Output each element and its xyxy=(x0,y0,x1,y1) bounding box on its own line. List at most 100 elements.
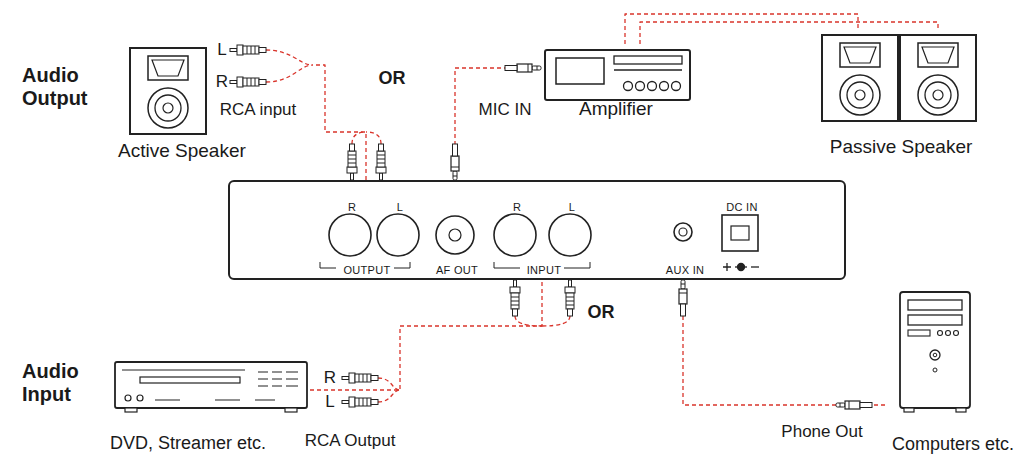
device-jacks-part xyxy=(329,214,371,256)
computer-drawing-part xyxy=(908,300,962,310)
player-device: RLOUTPUTAF OUTRLINPUTAUX INDC IN xyxy=(228,180,846,280)
audio-cable xyxy=(455,68,540,180)
passive-speaker: Passive Speaker xyxy=(818,30,984,158)
plugs xyxy=(230,45,872,409)
jack-label: DC IN xyxy=(726,201,757,214)
port-name: MIC IN xyxy=(479,100,532,120)
device-caption: Computers etc. xyxy=(885,433,1018,455)
channel-letter: L xyxy=(325,392,334,412)
plugs-part xyxy=(230,77,266,87)
passive-speaker-drawing-part xyxy=(840,75,880,115)
plugs-part xyxy=(347,144,357,180)
amplifier-drawing-part xyxy=(672,82,681,91)
computer-drawing-part xyxy=(933,353,937,357)
dvd-player-drawing xyxy=(115,362,307,412)
amplifier-drawing-part xyxy=(660,82,669,91)
jack-label: L xyxy=(397,201,403,214)
amplifier-drawing-part xyxy=(556,58,604,84)
dvd-player-drawing-part xyxy=(115,362,307,408)
channel-letter: R xyxy=(216,72,228,92)
passive-speaker-drawing-part xyxy=(855,90,865,100)
passive-speaker-drawing xyxy=(822,35,976,121)
device-caption: Amplifier xyxy=(540,98,692,120)
plugs-part xyxy=(230,45,266,55)
dvd-player: DVD, Streamer etc. xyxy=(110,356,310,454)
cable-stubs-part xyxy=(266,50,312,82)
plugs-part xyxy=(376,144,386,180)
passive-speaker-drawing-part xyxy=(918,75,958,115)
plugs-part xyxy=(342,397,378,407)
plugs-part xyxy=(510,280,520,316)
passive-speaker-drawing-part xyxy=(822,35,898,121)
active-speaker-drawing-part xyxy=(155,95,181,121)
dvd-player-drawing-part xyxy=(258,372,298,386)
dvd-player-drawing-part xyxy=(125,395,131,401)
cable-stubs-part xyxy=(515,316,570,326)
device-jacks-part xyxy=(674,223,692,241)
port-name: Phone Out xyxy=(781,422,862,442)
computer-drawing-part xyxy=(908,315,962,325)
dvd-player-drawing-part xyxy=(155,399,275,400)
passive-speaker-drawing-part xyxy=(925,82,951,108)
jack-label: R xyxy=(348,201,356,214)
polarity-symbol-part xyxy=(751,266,759,267)
active-speaker-drawing-part xyxy=(152,60,184,76)
plugs-part xyxy=(836,401,872,409)
amplifier: Amplifier xyxy=(540,44,692,120)
audio-cable xyxy=(310,280,542,390)
active-speaker-drawing-part xyxy=(163,103,173,113)
active-speaker-drawing-part xyxy=(148,56,188,80)
plugs-part xyxy=(342,373,378,383)
device-jacks-part xyxy=(377,214,419,256)
jack-label: INPUT xyxy=(527,264,562,277)
section-heading: Audio Input xyxy=(22,360,106,406)
device-caption: DVD, Streamer etc. xyxy=(110,432,310,454)
device-jacks-part xyxy=(436,216,474,254)
dvd-player-drawing-part xyxy=(125,408,137,412)
computer-drawing-part xyxy=(946,331,951,336)
computer-drawing xyxy=(900,292,970,412)
jack-label: R xyxy=(513,201,521,214)
device-caption: Active Speaker xyxy=(112,140,312,162)
dvd-player-drawing-part xyxy=(137,395,143,401)
polarity-symbol-part xyxy=(723,263,731,271)
dvd-player-drawing-part xyxy=(140,377,240,383)
amplifier-drawing-part xyxy=(636,82,645,91)
computer-drawing-part xyxy=(954,331,959,336)
plugs-part xyxy=(505,64,541,72)
amplifier-drawing-part xyxy=(614,69,682,70)
plugs-part xyxy=(451,144,459,180)
passive-speaker-drawing-part xyxy=(900,35,976,121)
polarity-symbol xyxy=(723,263,759,271)
dvd-player-drawing-part xyxy=(122,370,245,371)
computer-drawing-part xyxy=(956,408,966,412)
passive-speaker-drawing-part xyxy=(840,43,880,67)
device-jacks-part xyxy=(549,214,591,256)
passive-speaker-drawing-part xyxy=(933,90,943,100)
passive-speaker-drawing-part xyxy=(922,47,954,63)
device-jacks-part xyxy=(449,229,461,241)
amplifier-drawing-part xyxy=(648,82,657,91)
device-jacks xyxy=(329,214,758,256)
amplifier-drawing-part xyxy=(614,56,682,64)
alternative-mark: OR xyxy=(379,68,406,88)
jack-label: AF OUT xyxy=(436,264,478,277)
computer-drawing-part xyxy=(908,330,930,336)
active-speaker-drawing-part xyxy=(148,88,188,128)
passive-speaker-drawing-part xyxy=(918,43,958,67)
channel-letter: L xyxy=(217,40,226,60)
audio-cable xyxy=(312,65,366,180)
computer-drawing-part xyxy=(933,368,937,372)
jack-label: AUX IN xyxy=(666,264,704,277)
active-speaker-drawing-part xyxy=(130,48,206,134)
cable-stubs-part xyxy=(378,378,400,402)
amplifier-drawing xyxy=(545,50,690,100)
plugs-part xyxy=(565,280,575,316)
amplifier-drawing-part xyxy=(545,50,690,100)
cable-stubs xyxy=(266,50,570,402)
jack-label: L xyxy=(569,201,575,214)
passive-speaker-drawing-part xyxy=(844,47,876,63)
cable-stubs-part xyxy=(352,132,381,144)
computer-drawing-part xyxy=(930,350,940,360)
